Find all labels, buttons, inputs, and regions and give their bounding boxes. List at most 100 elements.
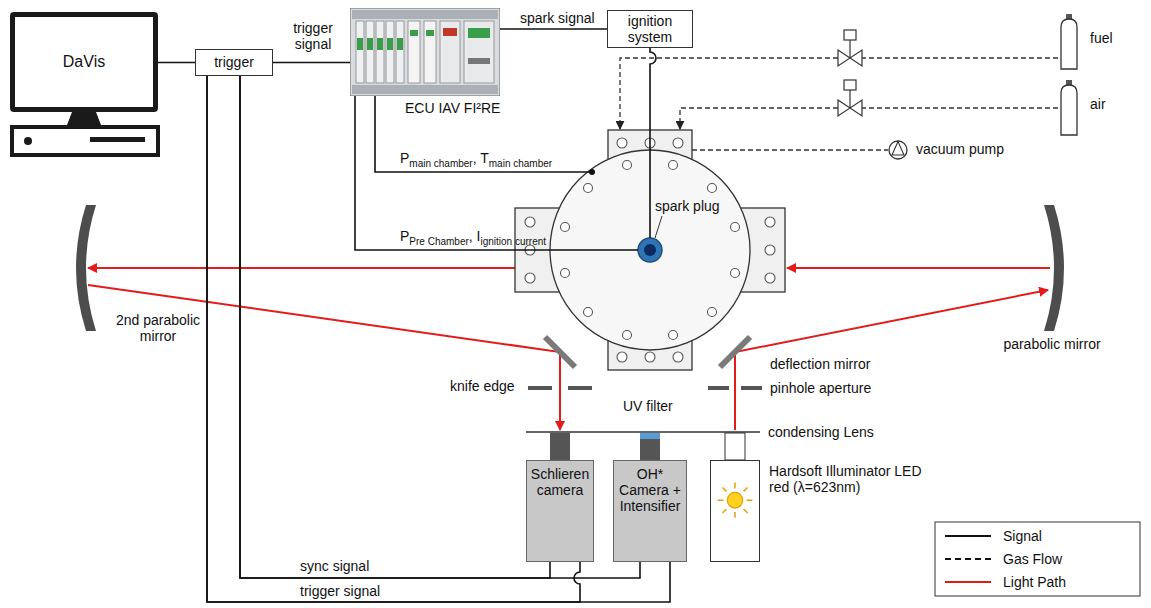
ecu-rack-part [386, 21, 394, 83]
signal-group: PPre Chamber, Iignition current [400, 228, 546, 244]
ecu-rack-part [426, 30, 434, 36]
part-label: knife edge [450, 378, 515, 394]
signal-label: trigger signal [282, 20, 344, 52]
uv-filter [640, 433, 660, 439]
solenoid-valve [838, 30, 862, 116]
legend-frame [935, 522, 1140, 596]
illustration-circle [765, 217, 775, 227]
vacuum-pump-shape [888, 140, 908, 160]
gas-bottle-part [1061, 19, 1077, 69]
node-label: DaVis [63, 53, 105, 71]
signal-name: P [400, 150, 409, 166]
illustration-line [849, 90, 850, 108]
ecu-rack-part [366, 21, 374, 83]
gas-bottle-shape [1058, 14, 1080, 70]
illustration-rect [844, 80, 856, 90]
legend-text: Light Path [1003, 574, 1066, 590]
vacuum-pump-part [892, 142, 904, 156]
ecu-rack-part [367, 38, 373, 50]
led-illuminator-part [744, 509, 748, 513]
node-label: Hardsoft Illuminator LED red (λ=623nm) [769, 463, 934, 495]
illustration-line [849, 40, 850, 58]
knife-edge [528, 386, 552, 390]
led-illuminator-part [734, 483, 735, 489]
drive-slot [90, 137, 145, 142]
power-button [24, 137, 32, 145]
illustration-circle [765, 273, 775, 283]
legend-sample [945, 531, 991, 541]
gas-line [620, 58, 1058, 150]
legend-text: Gas Flow [1003, 551, 1062, 567]
led-illuminator-shape [711, 461, 759, 561]
illustration-circle [561, 269, 570, 278]
illustration-path [355, 96, 638, 250]
illustration-circle [731, 223, 740, 232]
illustration-circle [584, 308, 593, 317]
sensor-dot [589, 169, 595, 175]
illustration-path [787, 267, 1050, 269]
signal-line [207, 76, 580, 602]
signal-line [500, 28, 607, 30]
legend-row: Light Path [945, 574, 1066, 590]
signal-subscript: main chamber [489, 158, 552, 170]
deflection-mirror [545, 337, 575, 367]
ecu-rack-part [396, 21, 404, 83]
signal-line [240, 76, 550, 578]
signal-line [240, 76, 640, 578]
node-label: fuel [1090, 30, 1113, 46]
node-label: ECU IAV FI²RE [405, 100, 500, 116]
illustration-path [620, 58, 838, 129]
part-label: 2nd parabolic mirror [102, 312, 214, 344]
illustration-circle [669, 331, 678, 340]
monitor-screen: DaVis [10, 12, 158, 112]
illustration-path [88, 267, 515, 269]
leader-line [655, 216, 662, 238]
trigger-box: trigger [195, 49, 273, 76]
signal-name: P [400, 228, 409, 244]
node-label: OH* Camera + Intensifier [617, 466, 683, 514]
illustration-path [88, 285, 560, 430]
gas-bottle: fuel [1058, 14, 1080, 70]
signal-subscript: main chamber [409, 158, 472, 170]
illustration-circle [623, 161, 632, 170]
ecu-rack-part [397, 38, 403, 50]
gas-bottle-part [1066, 80, 1072, 85]
signal-line [207, 76, 670, 602]
illustration-circle [645, 352, 655, 362]
part-label: pinhole aperture [770, 380, 871, 396]
ecu-rack-part [410, 30, 418, 36]
node-label: trigger [214, 54, 254, 70]
ecu-rack-part [377, 38, 383, 50]
led-lens [725, 433, 745, 460]
legend-sample [945, 577, 991, 587]
led-illuminator: Hardsoft Illuminator LED red (λ=623nm) [710, 460, 760, 562]
illustration-path [862, 107, 1058, 108]
monitor-stand [67, 112, 101, 125]
signal-label: trigger signal [300, 583, 380, 599]
legend-row: Signal [945, 528, 1042, 544]
parabolic-mirror [1044, 205, 1064, 331]
signal-name: , T [473, 150, 489, 166]
ecu-rack-part [352, 85, 498, 94]
led-illuminator-part [734, 512, 735, 518]
illustration-circle [525, 273, 535, 283]
ignition-box: ignition system [607, 10, 693, 48]
illustration-circle [731, 269, 740, 278]
legend-row: Gas Flow [945, 551, 1062, 567]
computer-case [12, 127, 158, 155]
legend-line [945, 581, 991, 583]
legend-text: Signal [1003, 528, 1042, 544]
ecu-rack-part [357, 38, 363, 50]
illustration-path [375, 96, 592, 172]
ecu-rack-shape [350, 8, 500, 96]
gas-bottle-part [1066, 14, 1072, 19]
signal-subscript: Pre Chamber [409, 236, 468, 248]
signal-line [273, 62, 350, 64]
ecu-rack-part [468, 28, 490, 38]
led-illuminator-part [727, 492, 742, 508]
signal-label: spark signal [520, 10, 595, 26]
ecu-rack-part [440, 21, 460, 83]
signal-subscript: ignition current [480, 236, 546, 248]
pinhole-plate [708, 386, 729, 390]
